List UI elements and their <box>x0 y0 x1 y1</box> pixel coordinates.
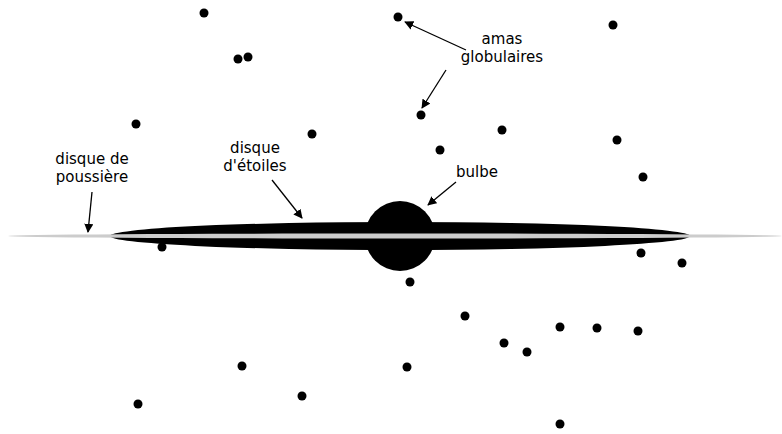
cluster-label: amas globulaires <box>456 30 548 66</box>
star-disk-label: disque d'étoiles <box>214 139 296 175</box>
dust-disk-label: disque de poussière <box>46 150 138 186</box>
leader-lines <box>88 22 466 232</box>
dust-disk <box>8 234 782 239</box>
globular-clusters <box>132 9 687 429</box>
bulge-label: bulbe <box>456 163 498 181</box>
